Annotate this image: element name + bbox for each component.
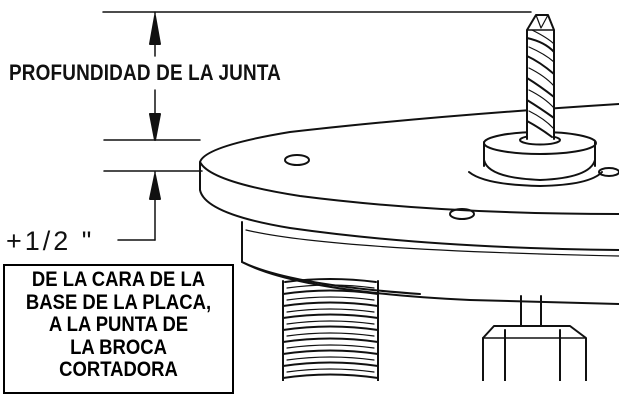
offset-label: +1/2 " <box>6 226 95 256</box>
note-line: A LA PUNTA DE <box>48 313 189 336</box>
note-line: CORTADORA <box>59 358 178 381</box>
diagram-canvas: PROFUNDIDAD DE LA JUNTA +1/2 " DE LA CAR… <box>3 11 619 394</box>
technical-drawing <box>102 11 619 381</box>
note-line: DE LA CARA DE LA <box>31 268 206 291</box>
hex-nut <box>482 295 587 381</box>
joint-depth-label: PROFUNDIDAD DE LA JUNTA <box>9 60 281 85</box>
dimension-lines <box>102 11 532 241</box>
base-plate <box>199 103 619 251</box>
threaded-bolt <box>282 278 379 381</box>
lower-housing <box>241 221 619 305</box>
note-line: BASE DE LA PLACA, <box>25 290 212 314</box>
collar <box>468 131 603 187</box>
note-line: LA BROCA <box>70 335 167 359</box>
drill-bit <box>526 14 555 140</box>
note-box: DE LA CARA DE LA BASE DE LA PLACA, A LA … <box>3 264 234 394</box>
